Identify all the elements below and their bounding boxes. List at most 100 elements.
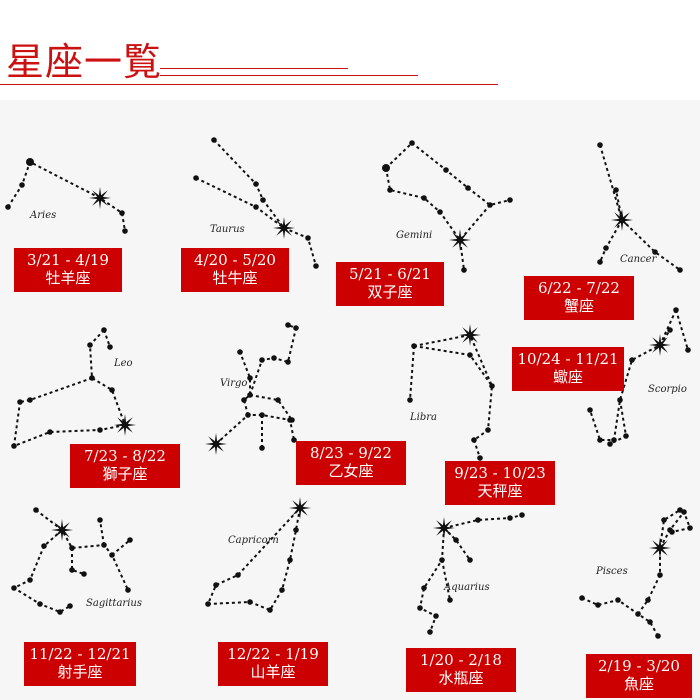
- star-dot: [259, 445, 265, 451]
- constellation-name: Scorpio: [648, 384, 687, 395]
- star-dot: [211, 137, 217, 143]
- star-dot: [27, 577, 33, 583]
- sign-name: 牡羊座: [45, 269, 91, 287]
- constellation-name: Sagittarius: [86, 598, 142, 609]
- star-dot: [305, 235, 311, 241]
- constellation-name: Taurus: [210, 224, 245, 235]
- star-dot: [677, 267, 683, 273]
- star-dot: [652, 249, 658, 255]
- star-dot: [87, 342, 93, 348]
- star-dot: [485, 427, 491, 433]
- star-dot: [427, 629, 433, 635]
- star-dot: [615, 597, 621, 603]
- constellation-name: Pisces: [595, 566, 628, 577]
- bright-star-icon: [649, 334, 671, 356]
- bright-star-icon: [289, 497, 311, 519]
- star-dot: [107, 344, 113, 350]
- star-dot: [623, 433, 629, 439]
- constellation-line: [385, 167, 465, 271]
- star-dot: [477, 455, 483, 461]
- title-rule-2: [160, 75, 418, 76]
- star-dot: [27, 397, 33, 403]
- constellation-line: [599, 219, 623, 263]
- star-dot: [267, 607, 273, 613]
- constellation-line: [215, 414, 295, 445]
- star-dot: [467, 352, 473, 358]
- sign-label-pisces: 2/19 - 3/20 魚座: [586, 654, 692, 698]
- star-dot: [635, 611, 641, 617]
- star-dot: [595, 602, 601, 608]
- star-dot: [507, 515, 513, 521]
- star-dot: [247, 599, 253, 605]
- constellation-line: [385, 141, 511, 207]
- star-dot: [41, 543, 47, 549]
- star-dot: [5, 204, 11, 210]
- constellation-cancer: Cancer: [597, 142, 683, 273]
- star-dot: [26, 158, 34, 166]
- star-dot: [597, 142, 603, 148]
- constellation-line: [443, 514, 523, 529]
- star-dot: [247, 392, 253, 398]
- constellation-pisces: Pisces: [579, 507, 693, 639]
- constellation-scorpio: Scorpio: [587, 307, 691, 447]
- star-dot: [37, 601, 43, 607]
- bright-star-icon: [89, 187, 111, 209]
- star-dot: [677, 507, 683, 513]
- star-dot: [465, 185, 471, 191]
- bright-star-icon: [273, 217, 295, 239]
- sign-name: 水瓶座: [438, 669, 484, 687]
- star-dot: [475, 517, 481, 523]
- bright-star-icon: [611, 209, 633, 231]
- star-dot: [241, 397, 247, 403]
- star-dot: [101, 542, 107, 548]
- star-dot: [443, 167, 449, 173]
- star-dot: [289, 417, 295, 423]
- constellation-line: [111, 539, 131, 556]
- star-dot: [587, 407, 593, 413]
- star-dot: [313, 263, 319, 269]
- constellation-line: [441, 559, 451, 601]
- star-dot: [382, 164, 390, 172]
- sign-dates: 6/22 - 7/22: [538, 279, 620, 297]
- sign-dates: 8/23 - 9/22: [310, 444, 392, 462]
- constellation-line: [615, 189, 623, 221]
- sign-label-leo: 7/23 - 8/22 獅子座: [70, 444, 180, 488]
- constellation-line: [599, 144, 681, 271]
- star-dot: [97, 517, 103, 523]
- constellation-line: [99, 519, 105, 546]
- constellation-line: [409, 345, 415, 401]
- star-dot: [661, 517, 667, 523]
- star-dot: [259, 412, 265, 418]
- star-dot: [471, 437, 477, 443]
- sign-dates: 10/24 - 11/21: [517, 350, 619, 368]
- star-dot: [11, 443, 17, 449]
- bright-star-icon: [205, 433, 227, 455]
- star-dot: [247, 375, 253, 381]
- star-dot: [611, 437, 617, 443]
- sign-name: 射手座: [57, 663, 103, 681]
- constellation-libra: Libra: [407, 324, 495, 461]
- star-dot: [655, 633, 661, 639]
- star-dot: [285, 322, 291, 328]
- star-dot: [101, 327, 107, 333]
- sign-name: 乙女座: [328, 462, 374, 480]
- bright-star-icon: [649, 537, 671, 559]
- sign-label-taurus: 4/20 - 5/20 牡牛座: [181, 248, 289, 292]
- star-dot: [259, 357, 265, 363]
- star-dot: [279, 587, 285, 593]
- star-dot: [287, 557, 293, 563]
- star-dot: [411, 343, 417, 349]
- star-dot: [597, 259, 603, 265]
- constellation-line: [88, 329, 126, 426]
- star-dot: [437, 209, 443, 215]
- title-rule-1: [160, 68, 348, 69]
- constellation-name: Libra: [409, 412, 437, 423]
- star-dot: [687, 525, 693, 531]
- star-dot: [127, 537, 133, 543]
- constellation-line: [581, 597, 659, 637]
- sign-label-cancer: 6/22 - 7/22 蟹座: [524, 276, 634, 320]
- star-dot: [597, 437, 603, 443]
- star-dot: [235, 572, 241, 578]
- constellation-line: [206, 507, 301, 612]
- star-dot: [607, 441, 613, 447]
